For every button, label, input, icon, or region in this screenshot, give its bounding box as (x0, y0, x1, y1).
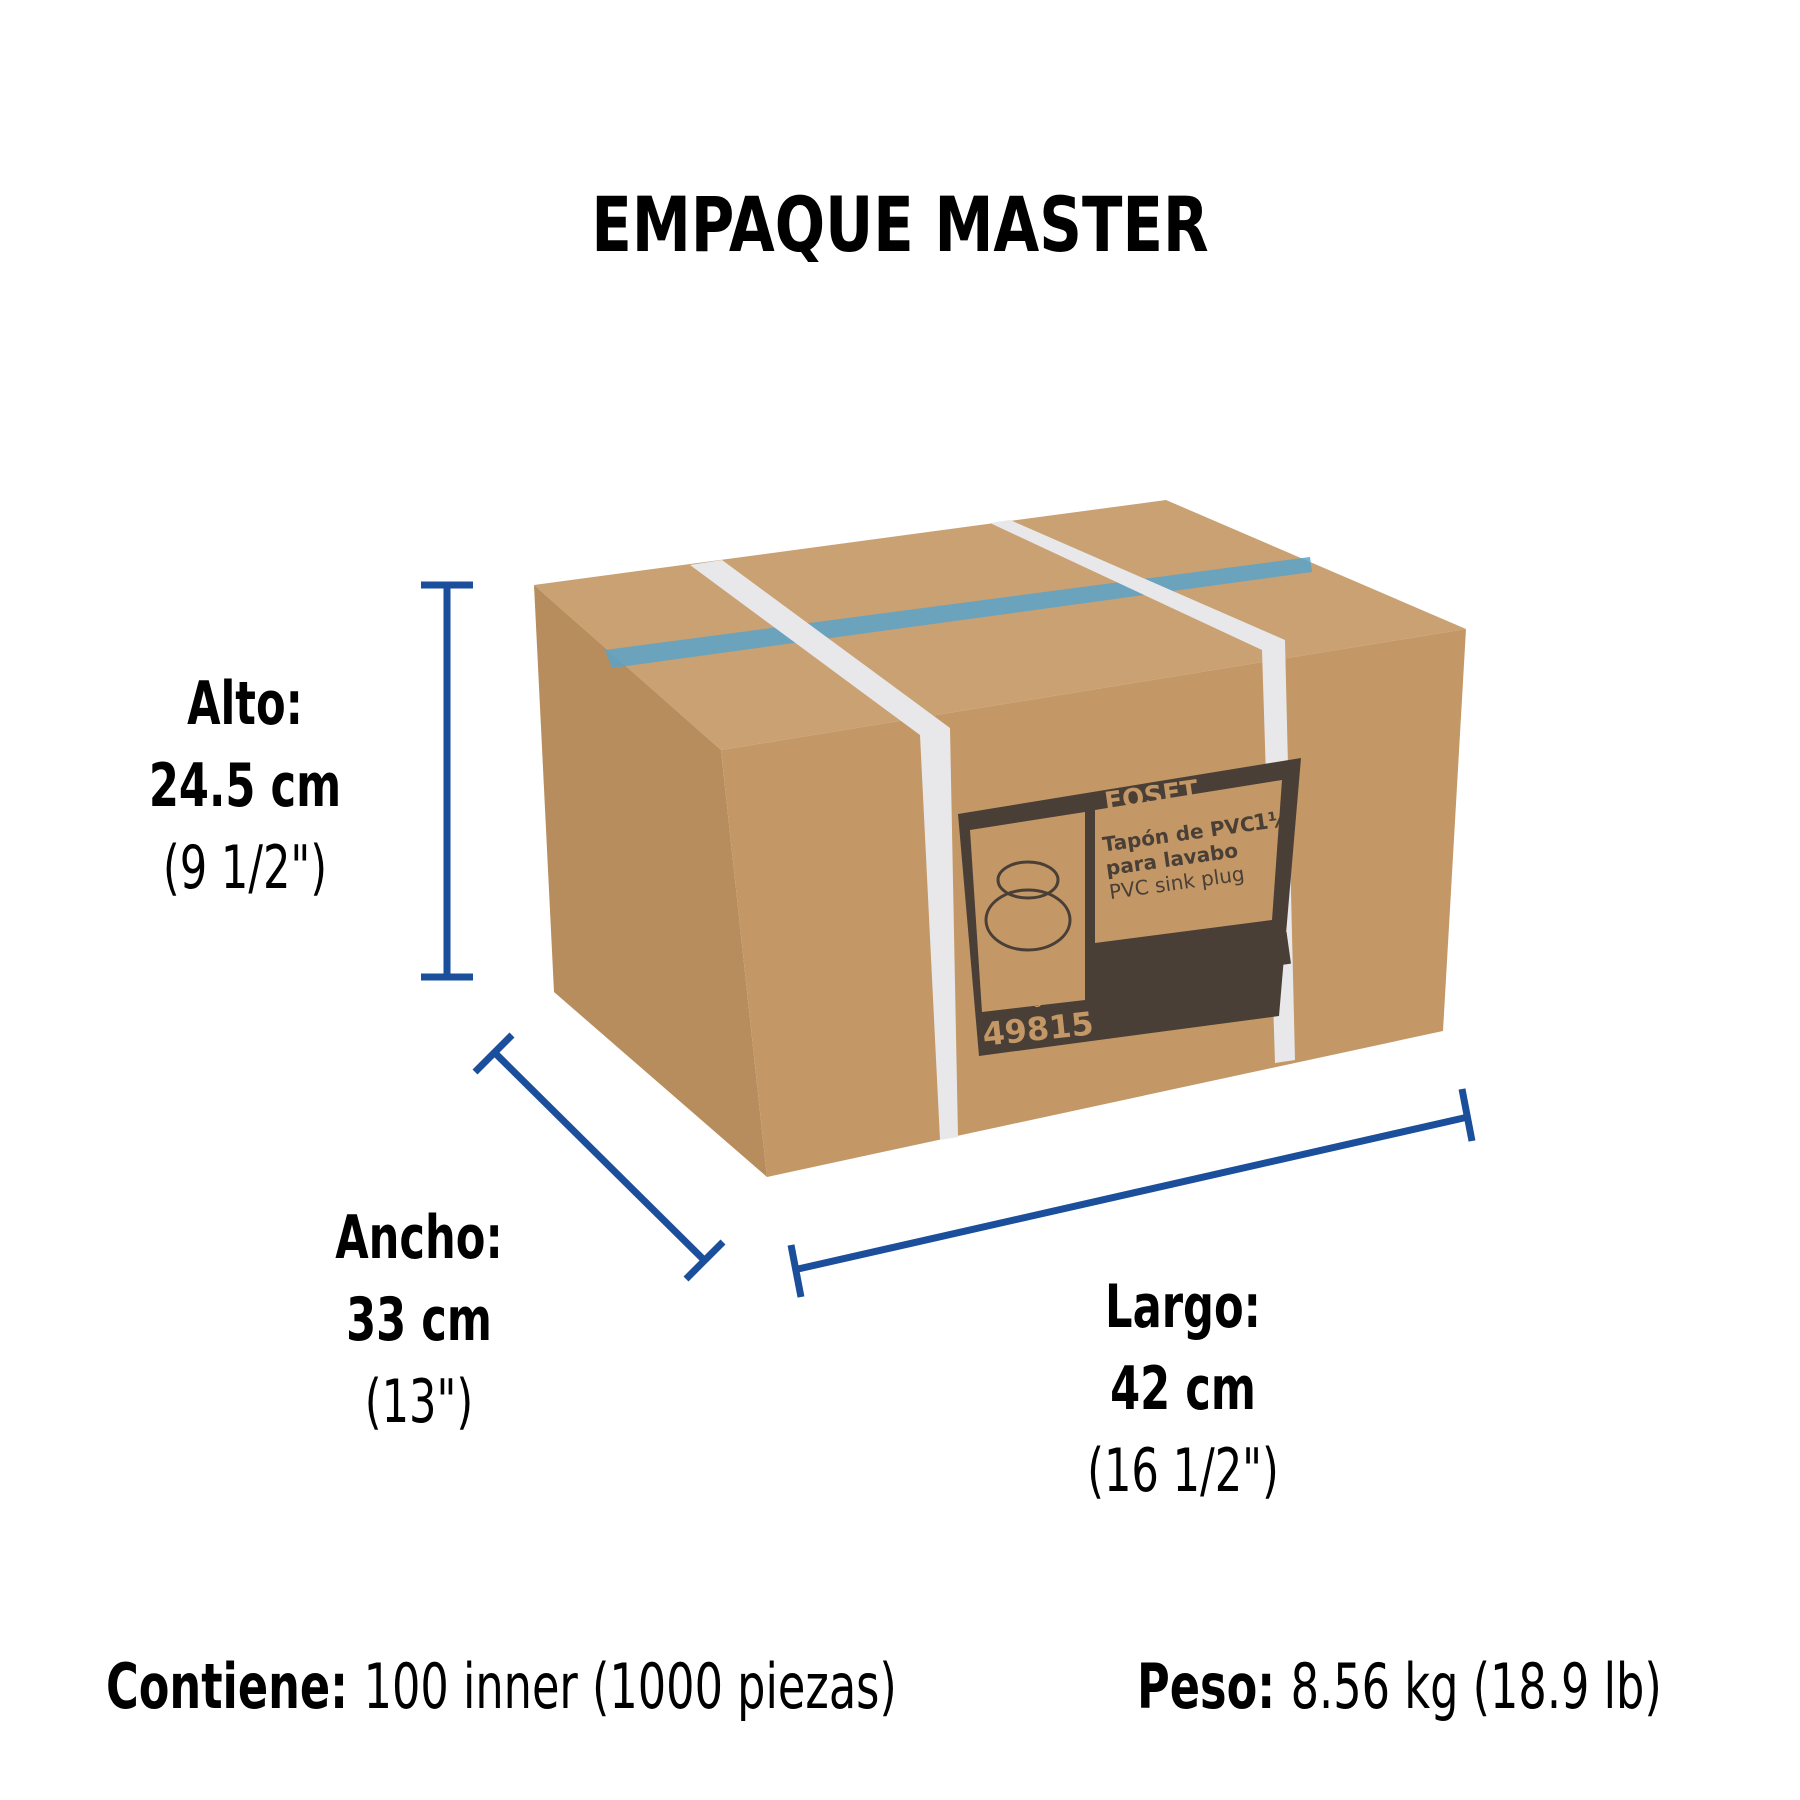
page-title: EMPAQUE MASTER (591, 180, 1209, 269)
ancho-label: Ancho: (335, 1203, 503, 1273)
box-side-face (534, 585, 767, 1177)
alto-label: Alto: (187, 669, 303, 739)
plug-image-panel (970, 812, 1085, 1012)
largo-imperial: (16 1/2") (1087, 1436, 1279, 1506)
alto-dimension-label: Alto: 24.5 cm (9 1/2") (149, 663, 341, 909)
label-codigo-title: Código (998, 989, 1052, 1012)
ancho-dimension-line (472, 1032, 726, 1282)
alto-metric: 24.5 cm (148, 751, 342, 821)
alto-imperial: (9 1/2") (162, 833, 328, 903)
plug-handle-icon (996, 860, 1060, 900)
contents-label: Contiene: (106, 1650, 349, 1723)
box-top-face (534, 500, 1466, 750)
weight-label: Peso: (1137, 1650, 1276, 1723)
largo-metric: 42 cm (1110, 1354, 1256, 1424)
strap-left (690, 560, 958, 1140)
contents-value: 100 inner (1000 piezas) (363, 1650, 897, 1723)
label-size: 1¼ (1251, 806, 1292, 836)
weight-value: 8.56 kg (18.9 lb) (1290, 1650, 1662, 1723)
sink-plug-icon (984, 888, 1072, 952)
largo-dimension-line (787, 1088, 1476, 1298)
largo-label: Largo: (1105, 1272, 1261, 1342)
largo-dimension-label: Largo: 42 cm (16 1/2") (1087, 1266, 1279, 1512)
contents-info: Contiene: 100 inner (1000 piezas) (106, 1650, 897, 1723)
ancho-dimension-label: Ancho: 33 cm (13") (335, 1197, 503, 1443)
text-panel (1095, 780, 1282, 943)
ancho-imperial: (13") (364, 1367, 474, 1437)
ancho-metric: 33 cm (346, 1285, 492, 1355)
weight-info: Peso: 8.56 kg (18.9 lb) (1137, 1650, 1662, 1723)
alto-dimension-line (421, 581, 473, 981)
barcode (1137, 931, 1291, 985)
